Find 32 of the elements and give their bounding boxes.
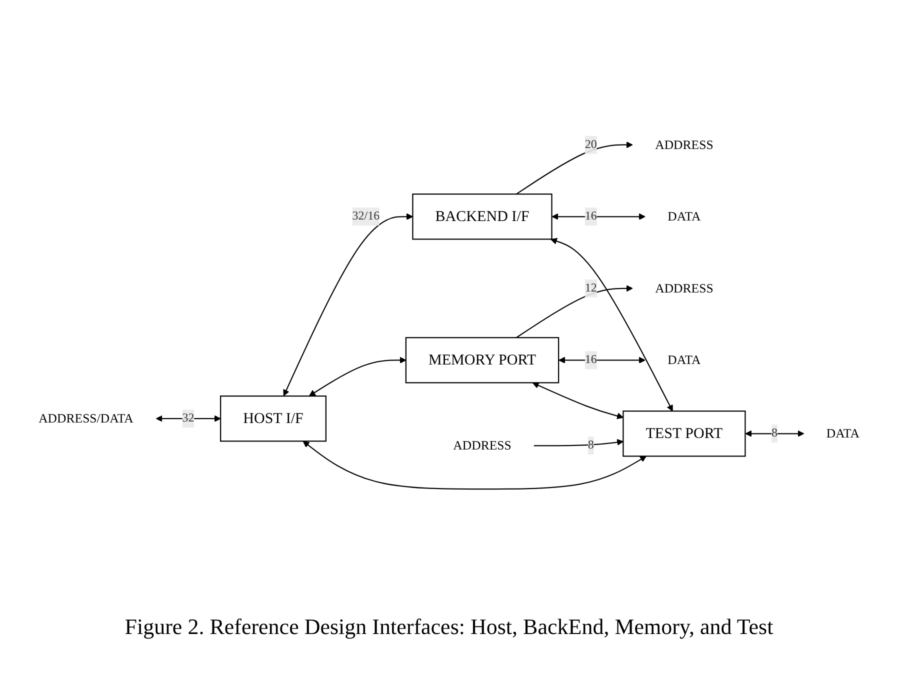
node-text: ADDRESS [655,138,714,152]
node-text: ADDRESS [453,438,512,454]
node-box: TEST PORT [622,410,746,458]
edge-label: 16 [584,210,597,224]
arrow [550,238,673,412]
edge-label: 32/16 [352,210,380,224]
node-box: HOST I/F [220,396,326,442]
figure-caption: Figure 2. Reference Design Interfaces: Host, BackEnd, Memory, and Test [124,614,774,640]
node-text: DATA [668,353,701,368]
node-text: DATA [668,210,701,224]
arrow [534,439,624,447]
edge-label: 16 [584,354,597,367]
node-box: MEMORY PORT [405,338,560,384]
arrow [302,442,647,490]
node-text: ADDRESS [655,282,714,296]
arrow [516,142,633,196]
arrow [516,286,633,339]
edge-label: 12 [584,282,597,295]
arrow [532,382,624,420]
arrow [308,357,406,397]
edge-label: 32 [182,412,194,426]
arrow [156,416,221,422]
arrow [745,430,804,438]
edge-label: 8 [588,439,594,452]
arrow [558,357,646,364]
node-text: DATA [826,426,860,442]
node-text: ADDRESS/DATA [38,412,134,426]
edge-label: 20 [584,138,597,152]
arrow [283,214,414,397]
edge-label: 8 [772,427,778,440]
node-box: BACKEND I/F [412,194,552,240]
arrow [552,214,646,220]
